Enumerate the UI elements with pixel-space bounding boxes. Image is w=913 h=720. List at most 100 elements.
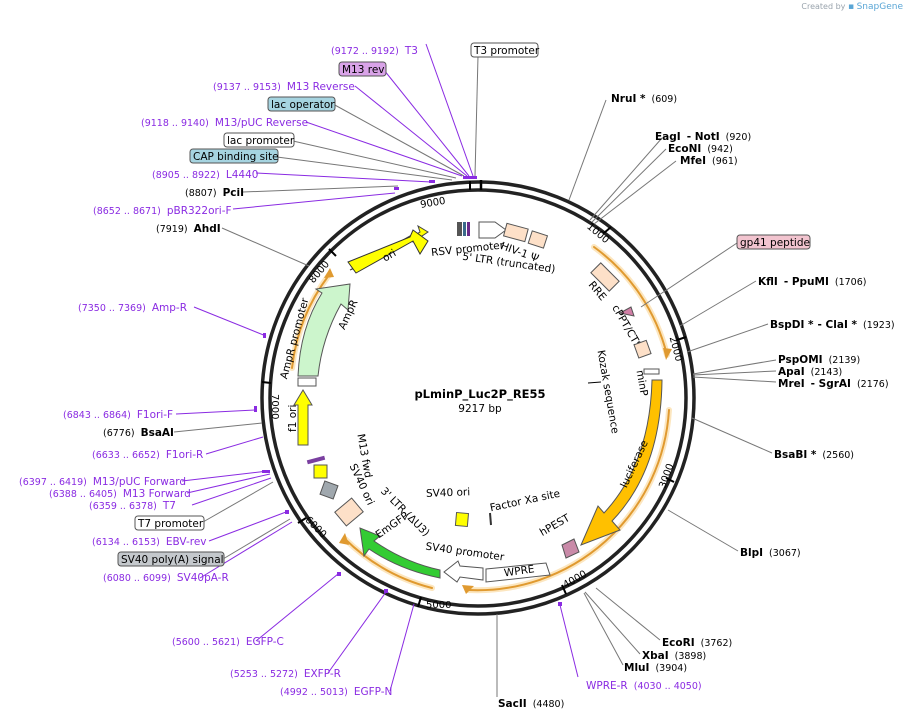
primer-exfp-r[interactable]: (5253 .. 5272)EXFP-R: [230, 668, 341, 680]
gp41-label[interactable]: gp41 peptide: [740, 237, 810, 249]
primer-wpre-r[interactable]: WPRE-R(4030 .. 4050): [586, 680, 702, 692]
tick-label-7000: 7000: [269, 394, 280, 419]
primer-mark-ampr: [263, 333, 266, 338]
primer-l4440[interactable]: (8905 .. 8922)L4440: [152, 169, 258, 181]
leader-bsabi: [691, 417, 773, 454]
sv40-promoter-label: SV40 promoter: [425, 541, 506, 564]
t7-promoter-label[interactable]: T7 promoter: [137, 518, 204, 530]
watermark-prefix: Created by: [801, 2, 846, 11]
enzyme-ecori[interactable]: EcoRI(3762): [662, 637, 732, 649]
leader-cap: [276, 156, 453, 181]
cppt-block: [633, 339, 652, 359]
primer-m13-reverse[interactable]: (9137 .. 9153)M13 Reverse: [213, 81, 355, 93]
enzyme-pspomi[interactable]: PspOMI(2139): [778, 354, 860, 366]
primer-f1ori-f[interactable]: (6843 .. 6864)F1ori-F: [63, 409, 173, 421]
arc-egfp-region: [344, 538, 433, 589]
backbone: [260, 180, 696, 616]
primer-egfp-c[interactable]: (5600 .. 5621)EGFP-C: [172, 636, 284, 648]
leader-ebv: [208, 511, 287, 542]
sv40-ori-inner-block: [454, 511, 470, 528]
primer-sv40pa-r[interactable]: (6080 .. 6099)SV40pA-R: [103, 572, 229, 584]
sv40-ori-block: [313, 464, 328, 479]
primer-mark-exfp: [384, 589, 388, 593]
enzyme-ahdi[interactable]: (7919)AhdI: [156, 223, 221, 235]
tick-3000: [665, 477, 675, 483]
primer-m13puc-reverse[interactable]: (9118 .. 9140)M13/pUC Reverse: [141, 117, 308, 129]
enzyme-kfli-ppumi[interactable]: KflI- PpuMI(1706): [758, 276, 866, 288]
primer-mark-egfp-c: [337, 572, 341, 576]
primer-marks: [254, 176, 562, 606]
primer-ebv-rev[interactable]: (6134 .. 6153)EBV-rev: [92, 536, 207, 548]
leader-m13puc-fwd: [181, 470, 269, 482]
arc-arrowhead-2: [462, 585, 474, 594]
leader-f1ori-r: [205, 436, 264, 455]
enzyme-mrei-sgrai[interactable]: MreI- SgrAI(2176): [778, 378, 889, 390]
leader-ahdi: [221, 227, 310, 267]
leader-blpi: [667, 509, 739, 552]
primer-m13-forward[interactable]: (6388 .. 6405)M13 Forward: [49, 488, 191, 500]
kozak-tick: [587, 381, 602, 384]
arc-arrowhead-1: [663, 348, 672, 360]
enzyme-pcii[interactable]: (8807)PciI: [185, 187, 244, 199]
enzyme-apai[interactable]: ApaI(2143): [778, 366, 842, 378]
primer-pbr322ori-f[interactable]: (8652 .. 8671)pBR322ori-F: [93, 205, 232, 217]
features: ori RSV promoter 5' LTR (truncated) HIV-…: [278, 221, 663, 583]
leader-t7-promoter: [202, 481, 274, 523]
m13-fwd-block: [306, 455, 326, 465]
primer-m13puc-forward[interactable]: (6397 .. 6419)M13/pUC Forward: [19, 476, 186, 488]
leader-t7: [191, 477, 272, 506]
leader-t3: [425, 43, 474, 177]
enzyme-sacii[interactable]: SacII(4480): [498, 698, 564, 710]
primer-mark-f1ori-f: [254, 406, 257, 412]
sv40-polya-label[interactable]: SV40 poly(A) signal: [121, 554, 224, 566]
leader-mlui: [583, 592, 624, 666]
m13-rev-label[interactable]: M13 rev: [342, 64, 385, 76]
m13-rev-box: [338, 61, 387, 77]
lac-operator-label[interactable]: lac operator: [271, 99, 335, 111]
ltr5-block: [502, 222, 529, 243]
cap-site-box: [189, 148, 279, 164]
enzyme-bsaai[interactable]: (6776)BsaAI: [103, 427, 174, 439]
lac-operator-box: [267, 96, 336, 112]
ltr3-block: [334, 497, 364, 527]
enzyme-eagi-noti[interactable]: EagI- NotI(920): [655, 131, 751, 143]
enzyme-labels-left: (8807)PciI (7919)AhdI (6776)BsaAI: [103, 187, 244, 439]
tick-5000: [417, 596, 422, 608]
orange-arcs: [289, 244, 672, 594]
tick-label-5000: 5000: [426, 600, 451, 611]
enzyme-econi[interactable]: EcoNI(942): [668, 143, 733, 155]
enzyme-bspdi-clai[interactable]: BspDI *- ClaI *(1923): [770, 319, 895, 331]
leader-m13-reverse: [354, 85, 468, 177]
watermark: Created by ▪ SnapGene: [801, 2, 903, 12]
t7-promoter-box: [134, 515, 205, 531]
primer-egfp-n[interactable]: (4992 .. 5013)EGFP-N: [280, 686, 392, 698]
primer-f1ori-r[interactable]: (6633 .. 6652)F1ori-R: [92, 449, 203, 461]
leader-m13rev: [383, 69, 470, 177]
backbone-inner-ring: [268, 188, 688, 608]
enzyme-xbai[interactable]: XbaI(3898): [642, 650, 706, 662]
scale-ticks: [261, 180, 687, 608]
primer-amp-r[interactable]: (7350 .. 7369)Amp-R: [78, 302, 187, 314]
enzyme-blpi[interactable]: BlpI(3067): [740, 547, 801, 559]
leader-lac-operator: [332, 103, 465, 177]
primer-t7[interactable]: (6359 .. 6378)T7: [89, 500, 176, 512]
primer-t3[interactable]: (9172 .. 9192)T3: [331, 45, 418, 57]
cap-site-label[interactable]: CAP binding site: [193, 151, 279, 163]
kozak-label: Kozak sequence: [595, 349, 622, 435]
leader-bspdi: [686, 323, 769, 353]
leader-nrui: [568, 99, 607, 201]
wpre-block: [485, 562, 551, 583]
tick-8000: [328, 248, 337, 257]
lac-promoter-label[interactable]: lac promoter: [227, 135, 295, 147]
enzyme-mlui[interactable]: MluI(3904): [624, 662, 687, 674]
leader-ampr: [193, 306, 267, 337]
enzyme-mfei[interactable]: MfeI(961): [680, 155, 738, 167]
rsv-promoter-arrow: [478, 221, 507, 239]
enzyme-nrui[interactable]: NruI *(609): [611, 93, 677, 105]
t3-promoter-label[interactable]: T3 promoter: [473, 45, 540, 57]
leader-sv40polya: [222, 518, 291, 560]
enzyme-bsabi[interactable]: BsaBI *(2560): [774, 449, 854, 461]
hpest-block: [561, 538, 580, 559]
primer-mark-pbr322: [394, 187, 399, 190]
arc-ampr-region: [291, 274, 330, 369]
